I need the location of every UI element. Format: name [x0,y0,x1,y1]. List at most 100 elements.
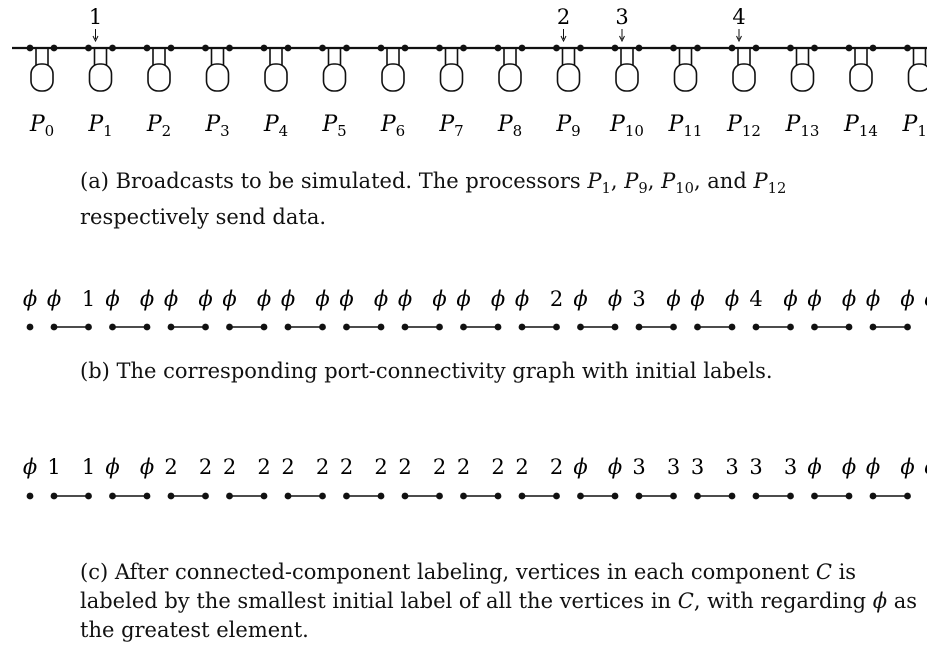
processor-ref-p9: P9 [624,169,648,198]
graph-vertex [635,492,643,500]
processor-label: P15 [902,112,927,140]
graph-vertex [694,323,701,331]
vertex-label: 2 [316,455,329,479]
graph-vertex [811,492,818,500]
processor-body [322,63,347,92]
broadcast-marker: 1 [89,5,102,43]
port-dot [319,44,326,52]
vertex-label: ϕ [900,287,914,311]
vertex-label: ϕ [105,455,119,479]
graph-vertex [845,492,853,500]
broadcast-marker: 2 [557,5,570,43]
graph-vertex [377,492,385,500]
processor-body [88,63,113,92]
vertex-label: ϕ [140,455,154,479]
graph-vertex [460,492,467,500]
processor-node: P9 [553,44,584,140]
graph-vertex [226,323,233,331]
processor-label: P1 [87,112,112,140]
vertex-label: 2 [550,287,563,311]
processor-ref-p1: P1 [587,169,611,198]
processor-node: P6 [377,44,409,140]
port-dot [143,44,151,52]
processor-body [498,63,522,92]
vertex-label: 2 [257,455,270,479]
graph-vertex [518,323,526,331]
vertex-label: 3 [691,455,704,479]
processor-body [556,63,581,92]
vertex-label: ϕ [140,287,154,311]
graph-vertex [635,323,643,331]
graph-vertex [143,492,151,500]
port-dot [869,44,877,52]
vertex-label: ϕ [105,287,119,311]
processor-body [439,63,464,92]
vertex-label: 3 [632,287,645,311]
processor-body [849,63,873,92]
graph-vertex [50,492,58,500]
broadcast-number: 4 [732,5,745,29]
processor-body [147,63,171,92]
vertex-label: ϕ [924,455,927,479]
vertex-label: ϕ [281,287,295,311]
graph-vertex [401,492,409,500]
processor-label: P14 [843,112,878,140]
graph-vertex [518,492,526,500]
vertex-label: 3 [725,455,738,479]
graph-vertex [85,492,92,500]
graph-vertex [494,492,502,500]
processor-node: P3 [202,44,233,140]
processor-body [732,63,756,92]
processor-node: P7 [436,44,467,140]
arrow-head [560,35,567,43]
processor-body [205,63,230,92]
port-dot [436,44,443,52]
graph-vertex [460,323,467,331]
arrow-head [736,35,742,43]
vertex-label: ϕ [866,287,880,311]
port-dot [202,44,209,52]
vertex-label: ϕ [725,287,739,311]
graph-vertex [284,323,292,331]
vertex-label: 3 [632,455,645,479]
processor-node: P8 [494,44,526,140]
port-dot [577,44,584,52]
vertex-label: 2 [223,455,236,479]
vertex-label: ϕ [47,287,61,311]
graph-vertex [260,323,268,331]
graph-vertex [202,492,209,500]
processor-label: P5 [321,112,346,140]
vertex-label: ϕ [374,287,388,311]
port-dot [494,44,502,52]
graph-vertex [436,323,443,331]
graph-vertex [752,323,760,331]
vertex-label: 2 [374,455,387,479]
processor-ref-p10: P10 [661,169,694,198]
processor-node: P4 [260,44,292,140]
port-dot [401,44,409,52]
processor-body [381,63,405,92]
port-dot [109,44,116,52]
vertex-label: ϕ [573,455,587,479]
graph-vertex [377,323,385,331]
panel-a-bus-diagram: P0P1P2P3P4P5P6P7P8P9P10P11P12P13P14P1512… [12,5,927,140]
vertex-label: 3 [749,455,762,479]
port-dot [845,44,853,52]
port-dot [811,44,818,52]
graph-vertex [26,323,34,331]
graph-vertex [694,492,701,500]
graph-vertex [260,492,268,500]
vertex-label: 3 [667,455,680,479]
graph-vertex [494,323,502,331]
vertex-label: 2 [491,455,504,479]
graph-vertex [436,492,443,500]
port-dot [260,44,268,52]
vertex-label: ϕ [198,287,212,311]
processor-label: P4 [263,112,288,140]
processor-node: P14 [843,44,878,140]
component-symbol: C [677,589,694,613]
vertex-label: ϕ [608,455,622,479]
vertex-label: ϕ [398,287,412,311]
graph-vertex [109,492,116,500]
